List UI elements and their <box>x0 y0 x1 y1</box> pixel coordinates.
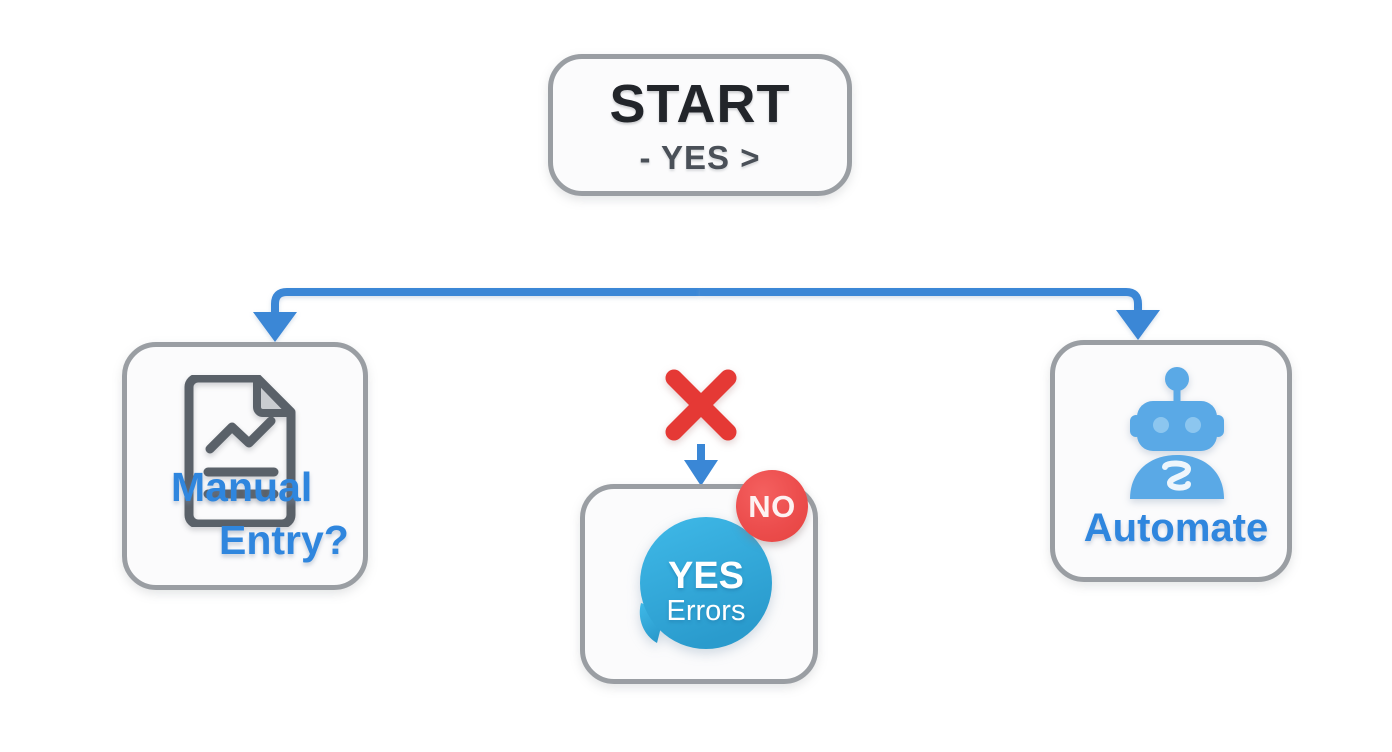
connector-bus-right <box>700 288 1142 318</box>
arrowhead-automate <box>1116 310 1160 340</box>
connector-bus-left <box>271 288 700 320</box>
manual-entry-label-line1: Manual <box>171 464 313 510</box>
start-subtitle: - YES > <box>639 138 761 176</box>
manual-entry-label-line2: Entry? <box>219 517 349 563</box>
start-node[interactable]: START - YES > <box>548 54 852 196</box>
no-badge-label: NO <box>748 488 796 524</box>
errors-node[interactable]: YES Errors NO <box>580 470 818 684</box>
automate-node[interactable]: Automate <box>1050 340 1292 582</box>
arrowhead-manual <box>253 312 297 342</box>
document-chart-icon <box>184 375 296 527</box>
arrowhead-errors <box>684 460 718 486</box>
automate-label: Automate <box>1083 506 1269 550</box>
robot-icon <box>1130 367 1224 499</box>
manual-entry-node[interactable]: Manual Entry? <box>122 342 368 590</box>
no-badge[interactable]: NO <box>736 470 808 542</box>
start-title: START <box>609 73 791 134</box>
x-mark-icon <box>665 369 737 441</box>
speech-bubble-icon <box>639 517 772 649</box>
